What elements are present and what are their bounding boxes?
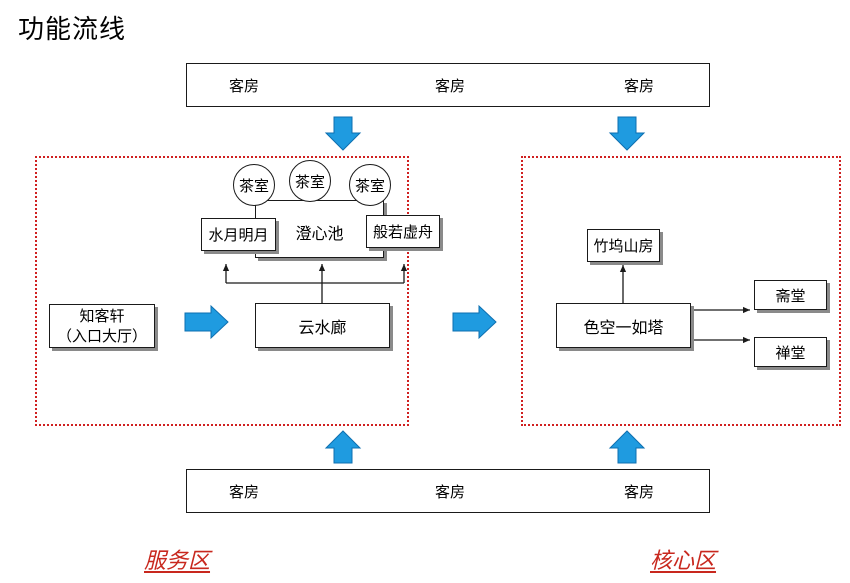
tea-room-2: 茶室 xyxy=(289,160,331,202)
meditation-hall-label: 禅堂 xyxy=(775,343,806,362)
mountain-house-label: 竹坞山房 xyxy=(593,237,654,255)
service-zone-label: 服务区 xyxy=(144,549,211,574)
core-zone-label: 核心区 xyxy=(650,549,717,574)
left-pavilion-box: 水月明月 xyxy=(201,218,276,251)
blue-arrow-right-between-zones xyxy=(452,304,497,340)
blue-arrow-up-right xyxy=(608,430,646,464)
meditation-hall-box: 禅堂 xyxy=(754,337,827,367)
top-guest-room-middle: 客房 xyxy=(434,76,466,95)
tea-room-1-label: 茶室 xyxy=(238,176,269,195)
corridor-box: 云水廊 xyxy=(255,303,390,348)
reception-label: 知客轩 xyxy=(79,307,125,325)
blue-arrow-down-left xyxy=(324,116,362,151)
top-guest-room-left: 客房 xyxy=(228,76,260,95)
dining-hall-label: 斋堂 xyxy=(775,286,806,305)
pagoda-label: 色空一如塔 xyxy=(583,317,664,337)
tea-room-1: 茶室 xyxy=(233,164,275,206)
blue-arrow-down-right xyxy=(608,116,646,151)
right-pavilion-box: 般若虚舟 xyxy=(366,215,440,248)
blue-arrow-up-left xyxy=(324,430,362,464)
corridor-label: 云水廊 xyxy=(298,317,347,337)
tea-room-2-label: 茶室 xyxy=(294,172,325,191)
bottom-guest-room-right: 客房 xyxy=(623,482,655,501)
service-zone-frame xyxy=(35,156,409,426)
blue-arrow-right-reception xyxy=(184,304,229,340)
dining-hall-box: 斋堂 xyxy=(754,280,827,310)
pond-label: 澄心池 xyxy=(295,224,344,243)
pagoda-box: 色空一如塔 xyxy=(556,303,691,348)
core-zone-frame xyxy=(521,156,841,426)
reception-sublabel: （入口大厅） xyxy=(56,327,147,345)
pond-box: 澄心池 xyxy=(255,200,384,258)
reception-box: 知客轩 （入口大厅） xyxy=(49,304,155,348)
top-guest-room-right: 客房 xyxy=(623,76,655,95)
top-guest-room-bar: 客房 客房 客房 xyxy=(186,63,710,107)
left-pavilion-label: 水月明月 xyxy=(208,226,269,244)
right-pavilion-label: 般若虚舟 xyxy=(372,223,433,241)
tea-room-3: 茶室 xyxy=(349,164,391,206)
bottom-guest-room-left: 客房 xyxy=(228,482,260,501)
page-title: 功能流线 xyxy=(18,15,127,45)
tea-room-3-label: 茶室 xyxy=(354,176,385,195)
mountain-house-box: 竹坞山房 xyxy=(587,229,660,262)
bottom-guest-room-middle: 客房 xyxy=(434,482,466,501)
bottom-guest-room-bar: 客房 客房 客房 xyxy=(186,469,710,513)
